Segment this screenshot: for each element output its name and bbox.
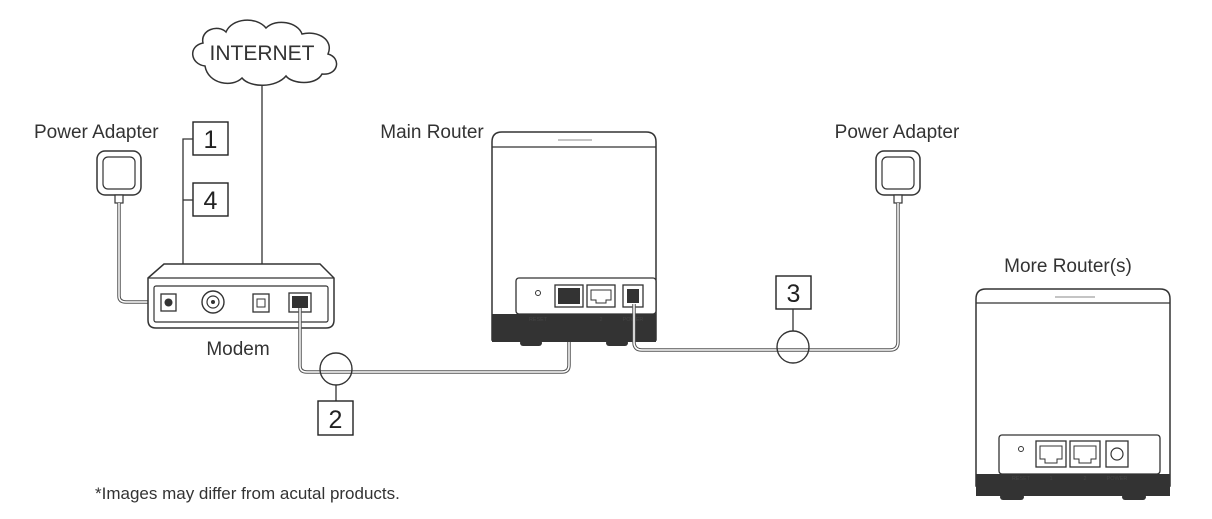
- step-4-badge: 4: [192, 182, 229, 217]
- power-adapter-right: [875, 150, 921, 204]
- svg-text:3: 3: [787, 280, 801, 308]
- more-router-port2-label: 2: [1083, 476, 1086, 482]
- step-1-badge: 1: [192, 121, 229, 156]
- modem-label: Modem: [206, 339, 269, 360]
- internet-port-icon: [252, 293, 270, 313]
- more-router-power-label: POWER: [1107, 476, 1128, 482]
- step-3-badge: 3: [775, 275, 812, 310]
- more-router-reset-label: RESET: [1012, 476, 1031, 482]
- power-cable-main-router: [632, 203, 900, 352]
- main-router-label: Main Router: [380, 122, 484, 143]
- internet-cloud: INTERNET: [192, 19, 338, 86]
- main-router-port2-label: 2: [599, 317, 602, 323]
- modem: [147, 263, 335, 329]
- svg-text:4: 4: [204, 187, 218, 215]
- power-adapter-left-label: Power Adapter: [34, 122, 159, 143]
- more-routers-label: More Router(s): [1004, 256, 1132, 277]
- svg-text:2: 2: [329, 406, 343, 434]
- modem-icon: [147, 263, 335, 329]
- cloud-icon: [192, 19, 338, 86]
- step-2-highlight-circle: [319, 352, 353, 386]
- step-2-badge: 2: [317, 400, 354, 436]
- main-router: RESET 2 POWER: [491, 131, 657, 346]
- power-adapter-right-label: Power Adapter: [835, 122, 960, 143]
- disclaimer-note: *Images may differ from acutal products.: [95, 484, 400, 503]
- more-router: RESET 1 2 POWER: [975, 288, 1171, 500]
- main-router-reset-label: RESET: [529, 317, 548, 323]
- step-3-highlight-circle: [776, 330, 810, 364]
- internet-label: INTERNET: [210, 42, 315, 65]
- more-router-port1-label: 1: [1049, 476, 1052, 482]
- more-router-power-port: [1105, 440, 1129, 468]
- svg-text:1: 1: [204, 126, 218, 154]
- power-adapter-left: [96, 150, 142, 204]
